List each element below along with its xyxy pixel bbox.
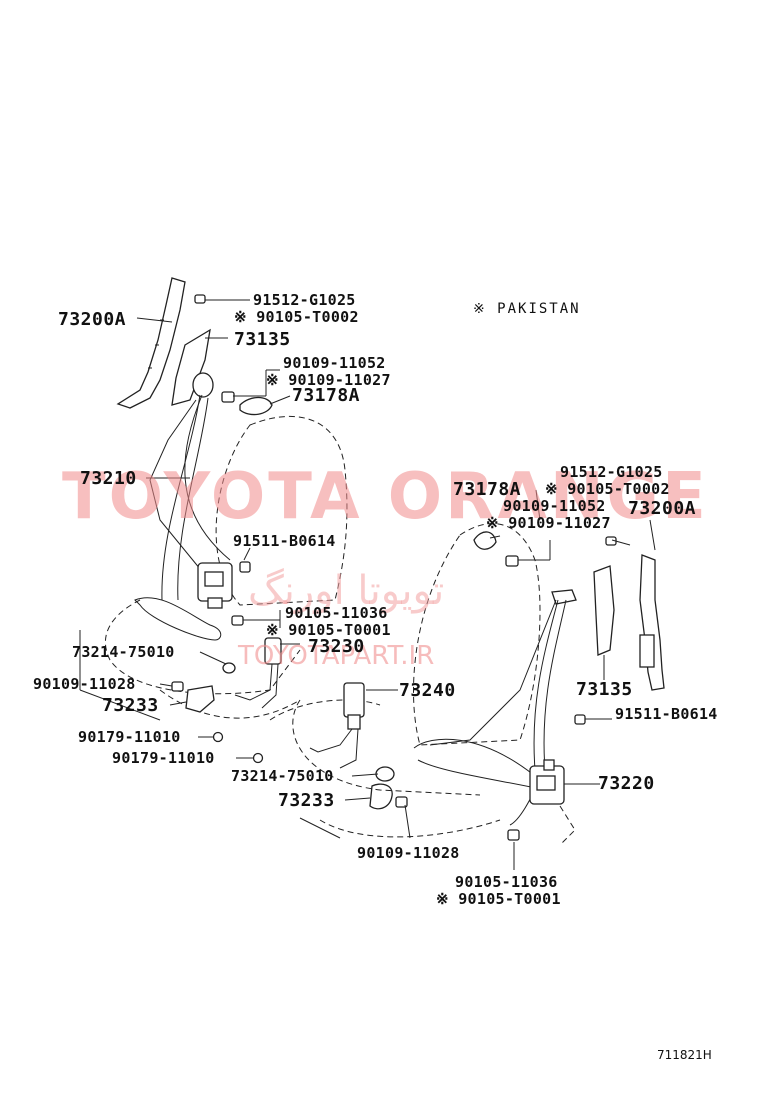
- watermark-brand: TOYOTA ORANGE: [62, 460, 709, 534]
- label-90109-11028-center: 90109-11028: [357, 844, 460, 862]
- label-73178A-right: 73178A: [453, 479, 521, 500]
- label-90105-11036-left: 90105-11036: [285, 604, 388, 622]
- label-91512-G1025-left: 91512-G1025: [253, 291, 356, 309]
- label-73230: 73230: [308, 636, 365, 657]
- label-90105-T0001-left: ※ 90105-T0001: [266, 621, 391, 639]
- label-90105-T0002-left: ※ 90105-T0002: [234, 308, 359, 326]
- label-90109-11052-left: 90109-11052: [283, 354, 386, 372]
- label-90109-11027-left: ※ 90109-11027: [266, 371, 391, 389]
- label-90109-11052-right: 90109-11052: [503, 497, 606, 515]
- watermark: TOYOTA ORANGE تویوتا اورنگ TOYOTAPART.IR: [62, 460, 709, 671]
- label-73178A-left: 73178A: [292, 385, 360, 406]
- label-90179-11010-b: 90179-11010: [112, 749, 215, 767]
- label-73214-75010-left: 73214-75010: [72, 643, 175, 661]
- label-90105-T0002-right: ※ 90105-T0002: [545, 480, 670, 498]
- label-73240: 73240: [399, 680, 456, 701]
- part-labels: ※ PAKISTAN 73200A 91512-G1025 ※ 90105-T0…: [33, 291, 718, 1062]
- label-91512-G1025-right: 91512-G1025: [560, 463, 663, 481]
- label-90109-11028-left: 90109-11028: [33, 675, 136, 693]
- label-73220: 73220: [598, 773, 655, 794]
- watermark-persian: تویوتا اورنگ: [248, 568, 444, 614]
- right-seatbelt-assembly: [292, 523, 665, 846]
- leader-lines: [79, 299, 656, 870]
- label-90105-11036-right: 90105-11036: [455, 873, 558, 891]
- label-90105-T0001-right: ※ 90105-T0001: [436, 890, 561, 908]
- label-73200A-right: 73200A: [628, 498, 696, 519]
- label-90109-11027-right: ※ 90109-11027: [486, 514, 611, 532]
- label-91511-B0614-right: 91511-B0614: [615, 705, 718, 723]
- label-73200A-left: 73200A: [58, 309, 126, 330]
- label-91511-B0614-left: 91511-B0614: [233, 532, 336, 550]
- label-73233-left: 73233: [102, 695, 159, 716]
- label-73135-right: 73135: [576, 679, 633, 700]
- label-73233-center: 73233: [278, 790, 335, 811]
- label-73210: 73210: [80, 468, 137, 489]
- diagram-code: 711821H: [657, 1048, 712, 1062]
- watermark-url: TOYOTAPART.IR: [237, 641, 434, 671]
- label-73135-left: 73135: [234, 329, 291, 350]
- note-pakistan: ※ PAKISTAN: [473, 301, 581, 317]
- left-seatbelt-assembly: [104, 277, 348, 764]
- label-73214-75010-center: 73214-75010: [231, 767, 334, 785]
- label-90179-11010-a: 90179-11010: [78, 728, 181, 746]
